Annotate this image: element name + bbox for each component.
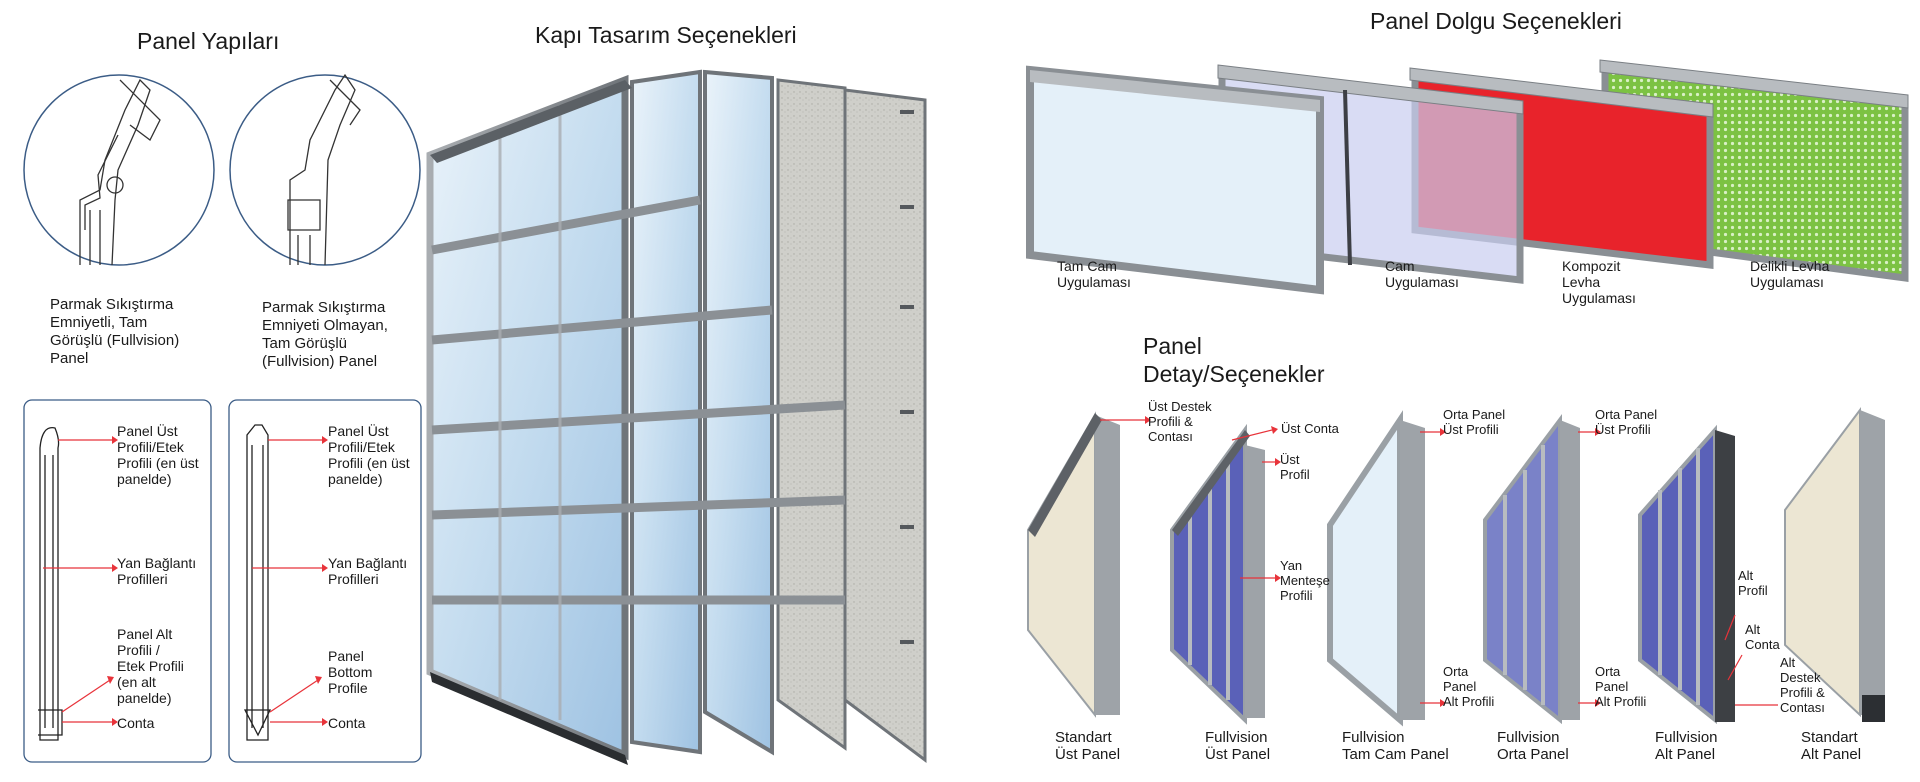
structure-right-label-side-profile: Yan Bağlantı Profilleri	[328, 555, 408, 587]
detail-callout-lines	[1100, 419, 1778, 706]
callout-mid-top-profile-1: Orta Panel Üst Profili	[1443, 407, 1506, 437]
callout-mid-top-profile-2: Orta Panel Üst Profili	[1595, 407, 1658, 437]
panel-structures-drawings	[23, 73, 422, 763]
detail-caption-standard-bottom: Standart Alt Panel	[1801, 729, 1862, 763]
structure-left-label-bottom-profile: Panel Alt Profili / Etek Profili (en alt…	[117, 626, 184, 706]
section-box-right	[228, 399, 422, 763]
callout-top-seal: Üst Conta	[1281, 421, 1339, 436]
structure-callout-arrows	[107, 436, 328, 726]
detail-fullvision-top-panel	[1170, 423, 1265, 725]
callout-bottom-profile: Alt Profil	[1738, 568, 1768, 598]
door-layer-1	[426, 74, 846, 765]
section-box-left	[23, 399, 212, 763]
detail-standard-top-panel	[1027, 411, 1120, 718]
profile-section-left	[38, 427, 63, 741]
detail-fullvision-full-glass	[1327, 410, 1425, 727]
door-layer-4	[776, 78, 847, 751]
infill-label-composite: Kompozit Levha Uygulaması	[1562, 258, 1636, 306]
callout-top-support-profile: Üst Destek Profili & Contası	[1148, 399, 1212, 444]
structure-right-label-top-profile: Panel Üst Profili/Etek Profili (en üst p…	[328, 423, 410, 487]
title-infill-options: Panel Dolgu Seçenekleri	[1370, 8, 1622, 34]
detail-caption-fullvision-bottom: Fullvision Alt Panel	[1655, 729, 1718, 763]
detail-fullvision-middle-panel	[1483, 414, 1580, 725]
callout-bottom-seal: Alt Conta	[1745, 622, 1780, 652]
detail-caption-standard-top: Standart Üst Panel	[1055, 729, 1121, 763]
title-detail-options: Panel Detay/Seçenekler	[1143, 333, 1325, 387]
infill-full-glass	[1026, 65, 1324, 295]
joint-detail-left	[23, 74, 215, 266]
title-panel-structures: Panel Yapıları	[137, 28, 280, 54]
detail-caption-fullvision-middle: Fullvision Orta Panel	[1497, 729, 1569, 763]
callout-mid-bottom-profile-1: Orta Panel Alt Profili	[1443, 664, 1495, 709]
infill-label-perforated: Delikli Levha Uygulaması	[1750, 258, 1830, 290]
detail-caption-fullvision-top: Fullvision Üst Panel	[1205, 729, 1271, 763]
detail-caption-fullvision-full-glass: Fullvision Tam Cam Panel	[1342, 729, 1449, 763]
structure-left-label-side-profile: Yan Bağlantı Profilleri	[117, 555, 197, 587]
structure-right-label-bottom-profile: Panel Bottom Profile	[328, 648, 373, 696]
infill-label-glass: Cam Uygulaması	[1385, 258, 1459, 290]
infill-label-full-glass: Tam Cam Uygulaması	[1057, 258, 1131, 290]
callout-top-profile: Üst Profil	[1280, 452, 1310, 482]
structure-caption-right: Parmak Sıkıştırma Emniyeti Olmayan, Tam …	[262, 299, 388, 370]
detail-callout-arrows	[1145, 416, 1601, 707]
profile-section-right	[243, 424, 272, 741]
structure-right-label-seal: Conta	[328, 715, 366, 731]
detail-standard-bottom-panel	[1784, 407, 1885, 722]
detail-fullvision-bottom-panel	[1638, 424, 1735, 725]
joint-detail-right	[229, 73, 421, 266]
door-hinges	[900, 110, 914, 644]
callout-mid-bottom-profile-2: Orta Panel Alt Profili	[1595, 664, 1647, 709]
callout-side-hinge-profile: Yan Menteşe Profili	[1280, 558, 1330, 603]
title-door-design: Kapı Tasarım Seçenekleri	[535, 22, 797, 48]
callout-bottom-support-profile: Alt Destek Profili & Contası	[1780, 655, 1825, 715]
structure-left-label-seal: Conta	[117, 715, 155, 731]
structure-callout-lines	[43, 439, 322, 723]
structure-left-label-top-profile: Panel Üst Profili/Etek Profili (en üst p…	[117, 423, 199, 487]
structure-caption-left: Parmak Sıkıştırma Emniyetli, Tam Görüşlü…	[50, 296, 180, 367]
